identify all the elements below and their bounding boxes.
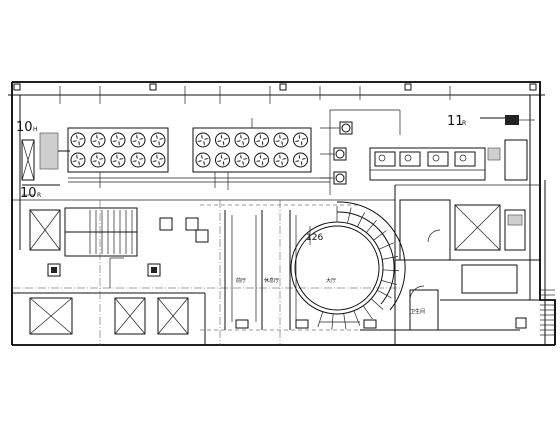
condenser-fan-icon	[70, 132, 86, 148]
condenser-array-right	[195, 132, 308, 168]
bottom-fixtures	[235, 319, 377, 329]
partitions	[12, 200, 400, 345]
column-markers	[13, 83, 537, 104]
condenser-fan-icon	[130, 132, 146, 148]
condenser-fan-icon	[234, 152, 250, 168]
condenser-fan-icon	[110, 132, 126, 148]
condenser-fan-icon	[254, 132, 269, 148]
condenser-fan-icon	[273, 152, 289, 168]
condenser-fan-icon	[215, 152, 230, 168]
axis-11: 11	[447, 114, 464, 129]
condenser-fan-icon	[293, 152, 308, 168]
room-labels: 126 前厅 休息厅 大厅 卫生间	[236, 233, 425, 315]
left-duct	[21, 132, 70, 196]
refrigerant-piping	[68, 109, 401, 195]
elevation-mark: 126	[306, 233, 323, 243]
condenser-fan-icon	[195, 152, 211, 168]
axis-10-bottom: 10	[20, 186, 37, 201]
condenser-fan-icon	[150, 132, 166, 148]
axis-10-bottom-sub: R	[37, 192, 41, 199]
axis-11-sub: R	[462, 120, 466, 127]
room-label-hall-b: 休息厅	[264, 277, 279, 284]
condenser-fan-icon	[234, 132, 250, 148]
room-label-hall-a: 前厅	[236, 277, 246, 284]
condenser-fan-icon	[110, 152, 126, 168]
condenser-fan-icon	[90, 132, 106, 148]
condenser-fan-icon	[215, 132, 230, 148]
condenser-fan-icon	[293, 132, 308, 148]
condenser-fan-icon	[130, 152, 146, 168]
fan-array-right-frame	[192, 127, 312, 173]
grid-axis-labels: 10 H 10 R 11 R	[16, 114, 466, 201]
condenser-fan-icon	[195, 132, 211, 148]
circular-lobby	[290, 201, 406, 330]
elevator-shafts	[12, 292, 206, 345]
toilet-block	[369, 139, 528, 181]
room-label-toilet: 卫生间	[410, 308, 425, 315]
condenser-fan-icon	[273, 132, 289, 148]
condenser-fan-icon	[150, 152, 166, 168]
stair-left	[29, 207, 138, 257]
condenser-fan-icon	[254, 152, 269, 168]
room-label-lobby: 大厅	[326, 277, 336, 284]
equipment-squares	[47, 217, 199, 277]
right-rooms	[360, 185, 540, 345]
condenser-array-left	[70, 132, 166, 168]
fan-array-left-frame	[67, 127, 169, 173]
axis-10-top: 10	[16, 120, 33, 135]
axis-10-top-sub: H	[33, 126, 38, 133]
condenser-fan-icon	[70, 152, 86, 168]
right-edge-stair	[540, 180, 555, 345]
ahu-units	[320, 115, 535, 185]
condenser-fan-icon	[90, 152, 106, 168]
